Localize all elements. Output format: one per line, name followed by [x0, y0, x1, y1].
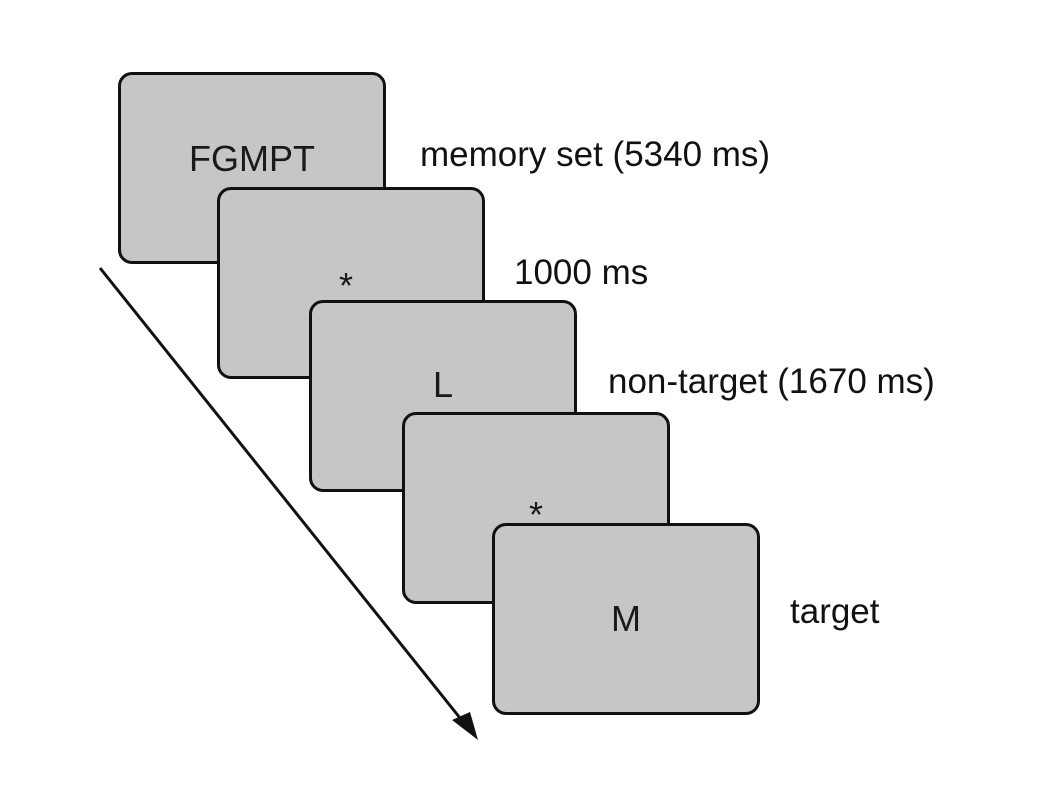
target-label: target — [790, 592, 880, 631]
memory-set-label: memory set (5340 ms) — [420, 135, 771, 174]
target-frame: M — [492, 523, 760, 715]
memory-set-stimulus: FGMPT — [189, 138, 315, 179]
fixation-duration-label: 1000 ms — [514, 253, 649, 292]
fixation-asterisk-1: * — [338, 265, 353, 306]
non-target-label: non-target (1670 ms) — [608, 362, 935, 401]
target-stimulus: M — [611, 598, 641, 639]
non-target-stimulus: L — [432, 364, 454, 405]
